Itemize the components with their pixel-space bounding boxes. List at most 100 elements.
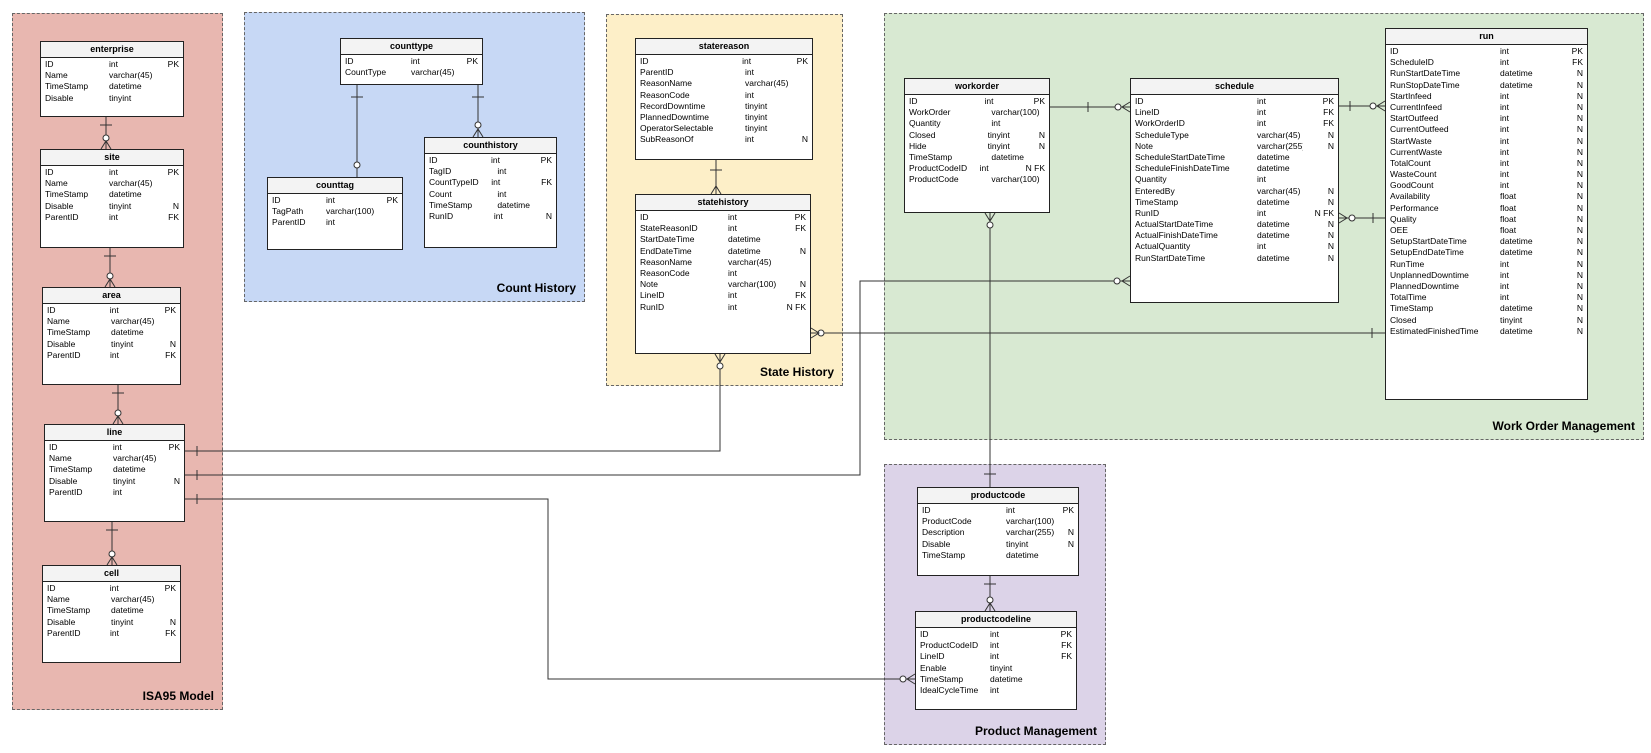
column-type: int bbox=[1257, 241, 1266, 252]
column-flags bbox=[167, 605, 176, 616]
column-type: int bbox=[109, 211, 118, 222]
column-type: int bbox=[109, 167, 118, 177]
column-name: StateReasonID bbox=[640, 223, 698, 234]
column-flags bbox=[1046, 663, 1072, 674]
column-name: ParentID bbox=[640, 67, 674, 78]
table-title: line bbox=[45, 425, 184, 441]
column-type: varchar(45) bbox=[728, 256, 772, 267]
column-type: datetime bbox=[728, 234, 761, 245]
column-name: RunID bbox=[640, 301, 665, 312]
table-title: site bbox=[41, 150, 183, 166]
cardinality-many-mark bbox=[1121, 275, 1131, 287]
column-type: datetime bbox=[109, 81, 142, 92]
column-name: ProductCode bbox=[909, 174, 959, 185]
column-name: ScheduleID bbox=[1390, 57, 1434, 68]
column-name: Disable bbox=[47, 338, 76, 349]
column-type: datetime bbox=[1500, 236, 1533, 247]
column-flags: PK bbox=[167, 59, 179, 69]
column-name: TotalTime bbox=[1390, 292, 1427, 303]
column-name: StartOutfeed bbox=[1390, 113, 1439, 124]
column-type: int bbox=[1006, 505, 1015, 515]
column-type: tinyint bbox=[113, 475, 136, 486]
column-name: ActualQuantity bbox=[1135, 241, 1191, 252]
column-type: int bbox=[493, 210, 503, 221]
column-flags bbox=[801, 67, 808, 78]
column-type: int bbox=[1500, 135, 1509, 146]
column-name: LineID bbox=[640, 290, 665, 301]
column-name: RunStartDateTime bbox=[1390, 68, 1461, 79]
column-name: ReasonCode bbox=[640, 267, 690, 278]
column-flags: PK bbox=[794, 212, 806, 222]
column-name: CountTypeID bbox=[429, 177, 479, 188]
column-type: tinyint bbox=[745, 100, 768, 111]
column-flags: N bbox=[1327, 230, 1334, 241]
column-name: Closed bbox=[909, 129, 936, 140]
column-type: int bbox=[745, 89, 754, 100]
column-flags bbox=[165, 70, 179, 81]
table-title: workorder bbox=[905, 79, 1049, 95]
column-name: RunStopDateTime bbox=[1390, 79, 1460, 90]
column-type: datetime bbox=[1257, 230, 1290, 241]
column-name: Hide bbox=[909, 140, 927, 151]
column-name: Name bbox=[47, 594, 70, 605]
column-type: int bbox=[491, 155, 501, 165]
rel-line-statehistory bbox=[185, 354, 721, 452]
column-type: tinyint bbox=[987, 129, 1010, 140]
column-name: TimeStamp bbox=[45, 189, 89, 200]
column-flags: N bbox=[1576, 101, 1583, 112]
column-flags: N bbox=[1576, 180, 1583, 191]
table-title: enterprise bbox=[41, 42, 183, 58]
column-type: datetime bbox=[1500, 68, 1533, 79]
column-name: PlannedDowntime bbox=[1390, 280, 1459, 291]
cardinality-many-mark bbox=[112, 415, 124, 425]
column-flags: N bbox=[1576, 157, 1583, 168]
table-title: counttype bbox=[341, 39, 482, 55]
column-type: int bbox=[1257, 96, 1266, 106]
column-type: varchar(45) bbox=[113, 453, 157, 464]
